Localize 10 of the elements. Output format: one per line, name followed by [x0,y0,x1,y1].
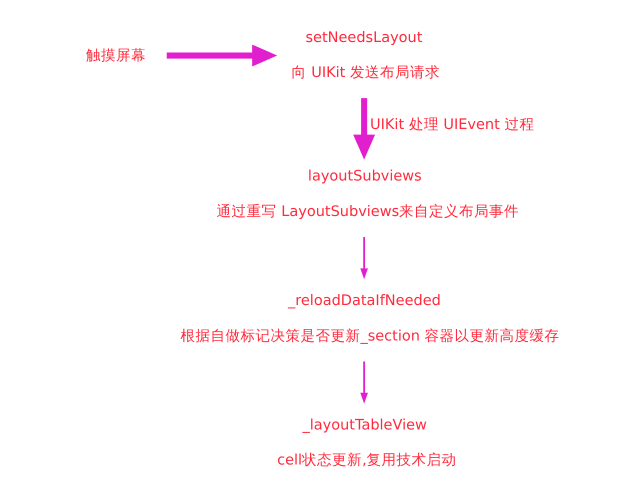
arrow [353,98,376,160]
node-text: setNeedsLayout 向 UIKit 发送布局请求 [292,30,440,81]
arrow [360,237,368,280]
arrow [166,44,278,66]
arrow [360,362,368,404]
node-text: _reloadDataIfNeeded 根据自做标记决策是否更新_section 容器以更新高度缓存 [180,293,560,344]
edge-label: UIKit 处理 UIEvent 过程 [370,116,534,133]
node-text: 触摸屏幕 [86,48,146,64]
node-text: _layoutTableView cell状态更新,复用技术启动 [277,418,457,469]
node-text: layoutSubviews 通过重写 LayoutSubviews来自定义布局事件 [216,168,520,220]
